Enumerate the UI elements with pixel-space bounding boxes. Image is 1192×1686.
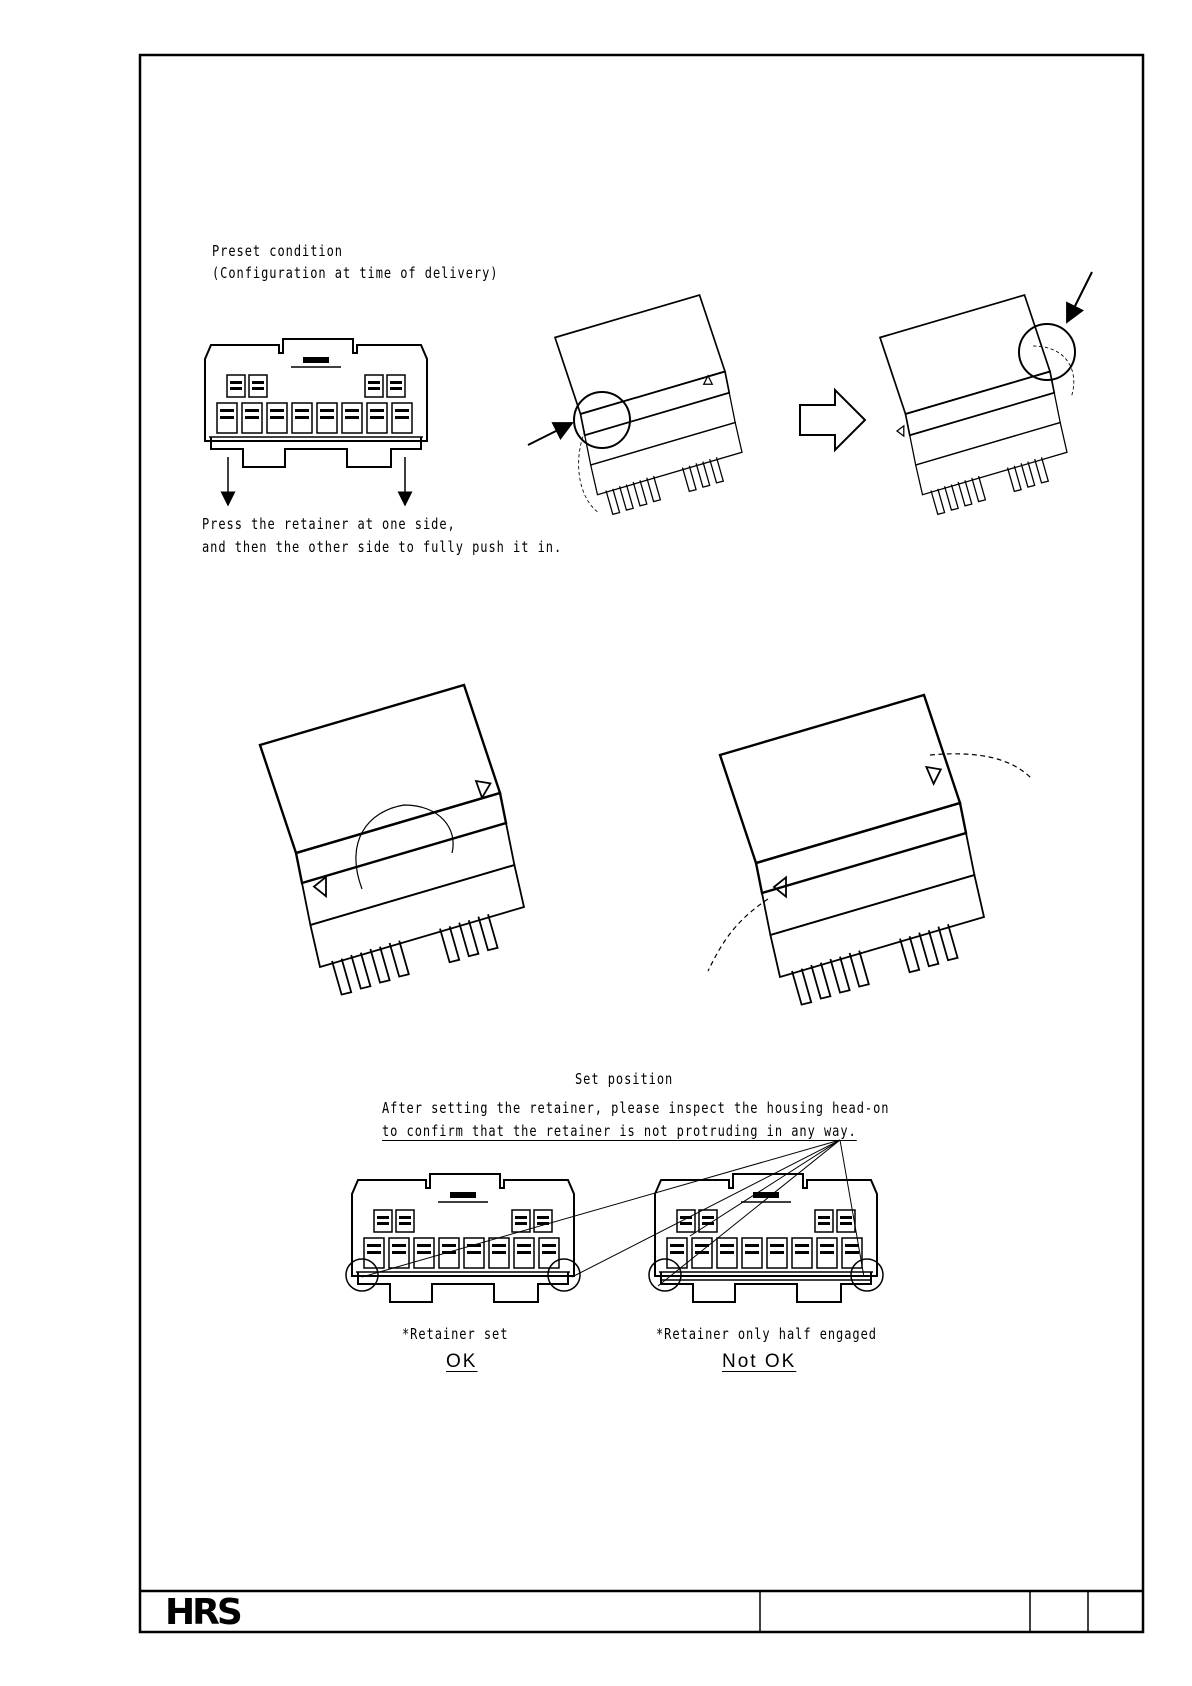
ng-front-view [648,1173,884,1303]
preset-title: Preset condition [212,242,343,260]
preset-instruction-2: and then the other side to fully push it… [202,538,563,556]
preset-instruction-1: Press the retainer at one side, [202,515,456,533]
step1-iso-view [554,294,743,516]
set-position-note-1: After setting the retainer, please inspe… [382,1099,890,1117]
hrs-logo: HRS [165,1592,243,1633]
step2-iso-view [879,294,1075,516]
ok-front-view [345,1173,581,1303]
inspection-leaders [361,1139,865,1287]
focus-circle-left [573,391,631,449]
pointer-arrow-left [527,422,574,446]
ok-caption: *Retainer set [402,1325,509,1343]
ok-verdict: OK [446,1351,478,1372]
mid-right-iso-view [707,693,1033,1006]
set-position-title: Set position [575,1070,674,1088]
title-block [140,1589,1143,1632]
preset-subtitle: (Configuration at time of delivery) [212,264,499,282]
focus-circle-right [1018,323,1076,381]
pointer-arrow-right [1066,271,1093,324]
ng-verdict: Not OK [722,1351,797,1372]
preset-front-view [204,338,428,468]
set-position-note-2: to confirm that the retainer is not prot… [382,1122,857,1140]
next-step-arrow [799,387,867,453]
mid-left-iso-view [258,683,526,996]
ng-caption: *Retainer only half engaged [656,1325,877,1343]
